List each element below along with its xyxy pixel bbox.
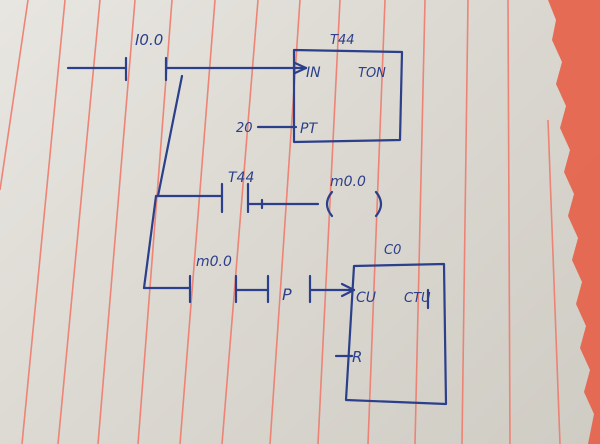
timer-name-label: T44 [330, 33, 354, 48]
coil-left [325, 190, 334, 218]
rung-timer [66, 48, 404, 198]
binding-ribbon [548, 0, 600, 444]
memory-contact-label: m0.0 [196, 254, 232, 270]
counter-ctu-label: CTU [404, 291, 431, 306]
pulse-contact-label: P [282, 285, 292, 304]
memory-coil-label: m0.0 [330, 174, 366, 190]
timer-box [292, 48, 404, 144]
counter-box [344, 262, 448, 406]
rung-counter [142, 262, 448, 406]
timer-in-label: IN [306, 65, 321, 81]
rung-memory-coil [142, 182, 383, 290]
timer-pt-label: PT [300, 121, 318, 137]
counter-cu-label: CU [356, 290, 376, 306]
timer-preset-label: 20 [236, 121, 253, 136]
coil-right [374, 190, 383, 218]
counter-r-label: R [352, 348, 362, 366]
input-contact-label: I0.0 [135, 31, 163, 49]
paper-rules [0, 0, 561, 444]
timer-type-label: TON [358, 66, 386, 81]
counter-name-label: C0 [384, 243, 401, 258]
timer-contact-label: T44 [228, 170, 254, 186]
